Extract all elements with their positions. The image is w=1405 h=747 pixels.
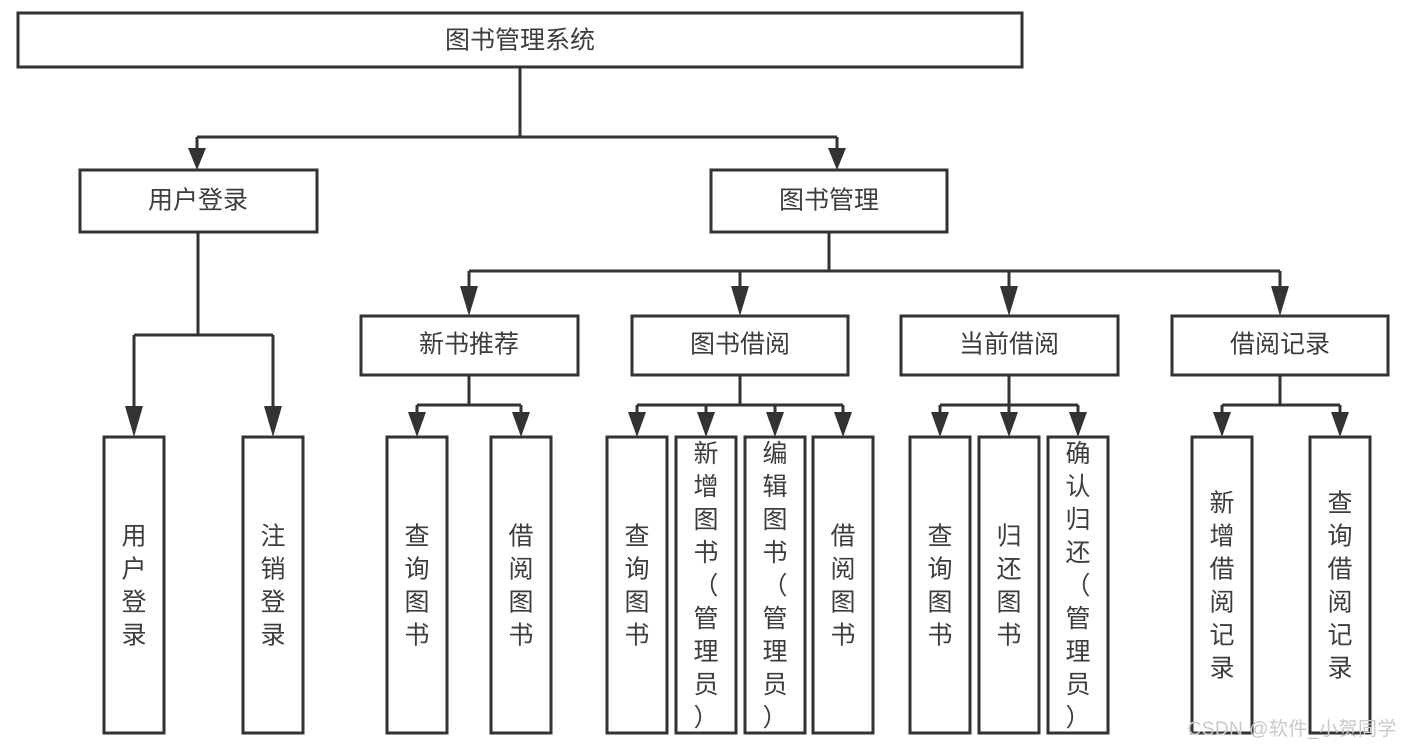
- arrow-to-leaf-query-record: [1331, 412, 1349, 437]
- arrow-to-current-borrow: [1000, 286, 1018, 316]
- arrow-to-leaf-edit-book: [766, 412, 784, 437]
- leaf-user-login-label: 用户登录: [121, 523, 146, 650]
- leaf-user-login[interactable]: 用户登录: [102, 435, 166, 735]
- node-current-borrow-label: 当前借阅: [959, 331, 1059, 359]
- node-borrow-records-label: 借阅记录: [1230, 331, 1330, 359]
- leaf-add-borrow-record[interactable]: 新增借阅记录: [1190, 435, 1254, 735]
- arrow-to-leaf-confirm-return: [1069, 412, 1087, 437]
- leaf-add-borrow-record-label: 新增借阅记录: [1209, 490, 1234, 683]
- node-book-borrow-label: 图书借阅: [690, 331, 790, 359]
- node-new-book-recommend-box[interactable]: [359, 314, 580, 377]
- leaf-query-borrow-record-box[interactable]: [1308, 435, 1372, 735]
- leaf-return-book-label: 归还图书: [996, 523, 1021, 650]
- leaf-query-book-current[interactable]: 查询图书: [908, 435, 972, 735]
- node-book-management-label: 图书管理: [779, 187, 879, 215]
- arrow-to-leaf-return-book: [1000, 412, 1018, 437]
- arrow-to-user-login: [188, 148, 206, 170]
- leaf-borrow-book-label: 借阅图书: [830, 523, 855, 650]
- leaf-query-borrow-record[interactable]: 查询借阅记录: [1308, 435, 1372, 735]
- arrow-to-leaf-query-book-a: [408, 412, 426, 437]
- node-root-system-box[interactable]: [16, 11, 1024, 69]
- leaf-add-book-box[interactable]: [674, 435, 738, 735]
- arrow-to-new-book-recommend: [460, 286, 478, 316]
- leaf-edit-book-label: 编辑图书（管理员）: [762, 440, 787, 732]
- arrow-to-leaf-add-book: [697, 412, 715, 437]
- leaf-borrow-book-recommend[interactable]: 借阅图书: [489, 435, 553, 735]
- node-user-login-label: 用户登录: [148, 187, 248, 215]
- leaf-query-book-current-label: 查询图书: [927, 523, 952, 650]
- node-book-management-box[interactable]: [709, 168, 949, 234]
- leaf-query-borrow-record-label: 查询借阅记录: [1327, 490, 1352, 683]
- node-borrow-records[interactable]: 借阅记录: [1170, 314, 1390, 377]
- leaf-return-book-box[interactable]: [977, 435, 1041, 735]
- arrow-to-leaf-user-login: [125, 406, 143, 437]
- arrow-to-leaf-borrow-book-b: [834, 412, 852, 437]
- leaf-borrow-book-recommend-label: 借阅图书: [508, 523, 533, 650]
- leaf-query-book-borrow-label: 查询图书: [624, 523, 649, 650]
- leaf-borrow-book[interactable]: 借阅图书: [811, 435, 875, 735]
- node-current-borrow-box[interactable]: [899, 314, 1120, 377]
- node-new-book-recommend[interactable]: 新书推荐: [359, 314, 580, 377]
- leaf-confirm-return[interactable]: 确认归还（管理员）: [1046, 435, 1110, 735]
- node-book-borrow-box[interactable]: [630, 314, 850, 377]
- arrow-to-leaf-query-book-b: [628, 412, 646, 437]
- arrow-to-leaf-query-book-c: [931, 412, 949, 437]
- leaf-return-book[interactable]: 归还图书: [977, 435, 1041, 735]
- leaf-confirm-return-label: 确认归还（管理员）: [1065, 440, 1090, 732]
- edges-layer: [125, 67, 1349, 437]
- leaf-query-book-recommend-label: 查询图书: [404, 523, 429, 650]
- node-book-management[interactable]: 图书管理: [709, 168, 949, 234]
- leaf-query-book-borrow-box[interactable]: [605, 435, 669, 735]
- leaf-logout[interactable]: 注销登录: [241, 435, 305, 735]
- node-user-login[interactable]: 用户登录: [78, 168, 319, 234]
- node-new-book-recommend-label: 新书推荐: [419, 331, 519, 359]
- leaf-logout-box[interactable]: [241, 435, 305, 735]
- leaf-edit-book-box[interactable]: [743, 435, 807, 735]
- leaf-edit-book[interactable]: 编辑图书（管理员）: [743, 435, 807, 735]
- leaf-query-book-recommend[interactable]: 查询图书: [385, 435, 449, 735]
- node-book-borrow[interactable]: 图书借阅: [630, 314, 850, 377]
- node-current-borrow[interactable]: 当前借阅: [899, 314, 1120, 377]
- leaf-add-book[interactable]: 新增图书（管理员）: [674, 435, 738, 735]
- arrow-to-book-mgmt: [828, 148, 846, 170]
- leaf-borrow-book-recommend-box[interactable]: [489, 435, 553, 735]
- node-user-login-box[interactable]: [78, 168, 319, 234]
- node-root-system-label: 图书管理系统: [445, 27, 595, 55]
- leaf-query-book-current-box[interactable]: [908, 435, 972, 735]
- leaf-user-login-box[interactable]: [102, 435, 166, 735]
- leaf-add-borrow-record-box[interactable]: [1190, 435, 1254, 735]
- leaf-add-book-label: 新增图书（管理员）: [693, 440, 718, 732]
- leaf-confirm-return-box[interactable]: [1046, 435, 1110, 735]
- node-borrow-records-box[interactable]: [1170, 314, 1390, 377]
- leaf-query-book-recommend-box[interactable]: [385, 435, 449, 735]
- arrow-to-leaf-add-record: [1213, 412, 1231, 437]
- arrow-to-leaf-borrow-book-a: [512, 412, 530, 437]
- arrow-to-book-borrow: [731, 286, 749, 316]
- arrow-to-borrow-records: [1271, 286, 1289, 316]
- leaf-logout-label: 注销登录: [260, 523, 285, 650]
- leaf-borrow-book-box[interactable]: [811, 435, 875, 735]
- node-root-system[interactable]: 图书管理系统: [16, 11, 1024, 69]
- leaf-query-book-borrow[interactable]: 查询图书: [605, 435, 669, 735]
- arrow-to-leaf-logout: [264, 406, 282, 437]
